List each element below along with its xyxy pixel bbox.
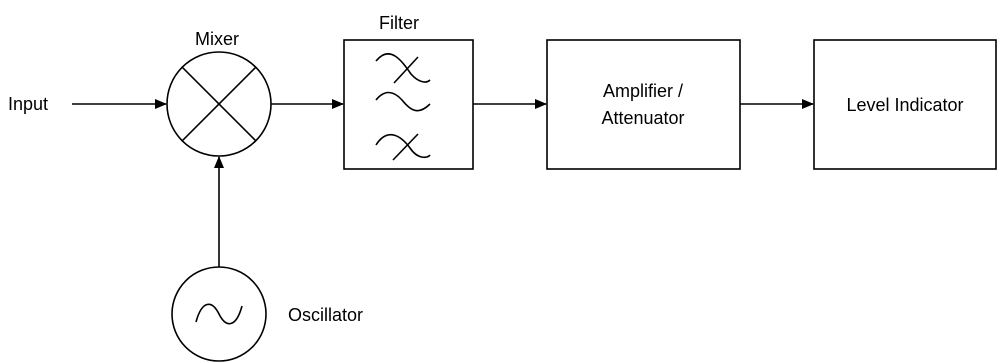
oscillator-label: Oscillator [288, 305, 363, 325]
lowpass-icon [375, 53, 431, 84]
sine-wave-icon [195, 303, 243, 325]
amplifier-label-line2: Attenuator [601, 108, 684, 128]
input-label: Input [8, 94, 48, 114]
highpass-icon [375, 133, 431, 161]
level-indicator-block: Level Indicator [813, 39, 997, 170]
mixer-label: Mixer [195, 29, 239, 49]
amplifier-label-line1: Amplifier / [603, 81, 683, 101]
filter-block [343, 39, 474, 170]
bandpass-icon [375, 91, 431, 112]
mixer-symbol [166, 51, 272, 157]
amplifier-block: Amplifier / Attenuator [546, 39, 741, 170]
oscillator-symbol [171, 266, 267, 362]
level-indicator-label: Level Indicator [846, 95, 963, 115]
filter-label: Filter [379, 13, 419, 33]
